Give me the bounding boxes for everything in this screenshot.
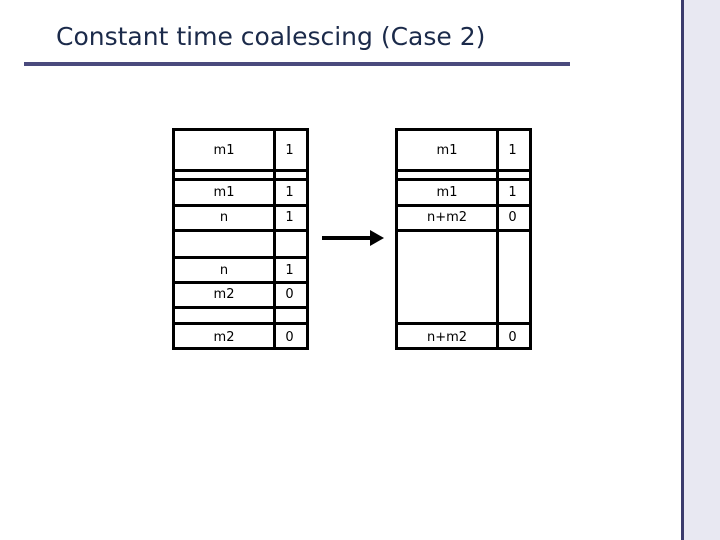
left-row-0-label: m1 — [213, 142, 235, 158]
left-row-5-value: 0 — [285, 287, 294, 302]
right-row-divider-3 — [395, 204, 532, 207]
left-row-divider-8 — [172, 322, 309, 325]
transform-arrow — [322, 228, 388, 248]
right-row-4-value: 0 — [508, 329, 517, 345]
right-row-0: m1 1 — [398, 131, 529, 169]
right-row-divider-2 — [395, 178, 532, 181]
page-title: Constant time coalescing (Case 2) — [56, 22, 486, 51]
left-row-divider-7 — [172, 306, 309, 309]
left-row-1-label: m1 — [213, 185, 235, 200]
left-row-5-label: m2 — [213, 287, 235, 302]
left-row-5: m2 0 — [175, 283, 306, 306]
right-row-2: n+m2 0 — [398, 206, 529, 229]
left-row-0-value: 1 — [285, 142, 294, 158]
left-row-4-value: 1 — [285, 262, 294, 278]
right-row-4-label: n+m2 — [426, 329, 468, 345]
left-row-4: n 1 — [175, 259, 306, 281]
right-row-1-label: m1 — [436, 185, 458, 200]
right-row-0-label: m1 — [436, 142, 458, 158]
right-row-1-value: 1 — [508, 185, 517, 200]
left-block-column-divider — [273, 128, 276, 350]
right-block-column-divider — [496, 128, 499, 350]
left-row-6-label: m2 — [213, 329, 235, 345]
left-row-6-value: 0 — [285, 329, 294, 345]
right-row-2-value: 0 — [508, 210, 517, 225]
left-row-divider-6 — [172, 281, 309, 284]
right-row-2-label: n+m2 — [426, 210, 468, 225]
left-row-1: m1 1 — [175, 181, 306, 204]
right-row-divider-4 — [395, 229, 532, 232]
left-row-divider-2 — [172, 178, 309, 181]
left-row-2: n 1 — [175, 206, 306, 229]
arrow-shaft — [322, 236, 374, 240]
left-row-divider-3 — [172, 204, 309, 207]
left-block-frame — [172, 128, 309, 350]
left-row-2-label: n — [219, 210, 229, 225]
left-row-4-label: n — [219, 262, 229, 278]
left-row-divider-1 — [172, 169, 309, 172]
left-row-0: m1 1 — [175, 131, 306, 169]
left-row-divider-5 — [172, 256, 309, 259]
left-row-2-value: 1 — [285, 210, 294, 225]
left-row-6: m2 0 — [175, 325, 306, 349]
arrow-head — [370, 230, 384, 246]
right-row-divider-1 — [395, 169, 532, 172]
right-row-4: n+m2 0 — [398, 325, 529, 349]
right-row-1: m1 1 — [398, 181, 529, 204]
right-decorative-band — [681, 0, 720, 540]
right-block-frame — [395, 128, 532, 350]
title-underline-rule — [24, 62, 570, 66]
right-row-0-value: 1 — [508, 142, 517, 158]
left-row-1-value: 1 — [285, 185, 294, 200]
right-row-divider-5 — [395, 322, 532, 325]
left-row-divider-4 — [172, 229, 309, 232]
